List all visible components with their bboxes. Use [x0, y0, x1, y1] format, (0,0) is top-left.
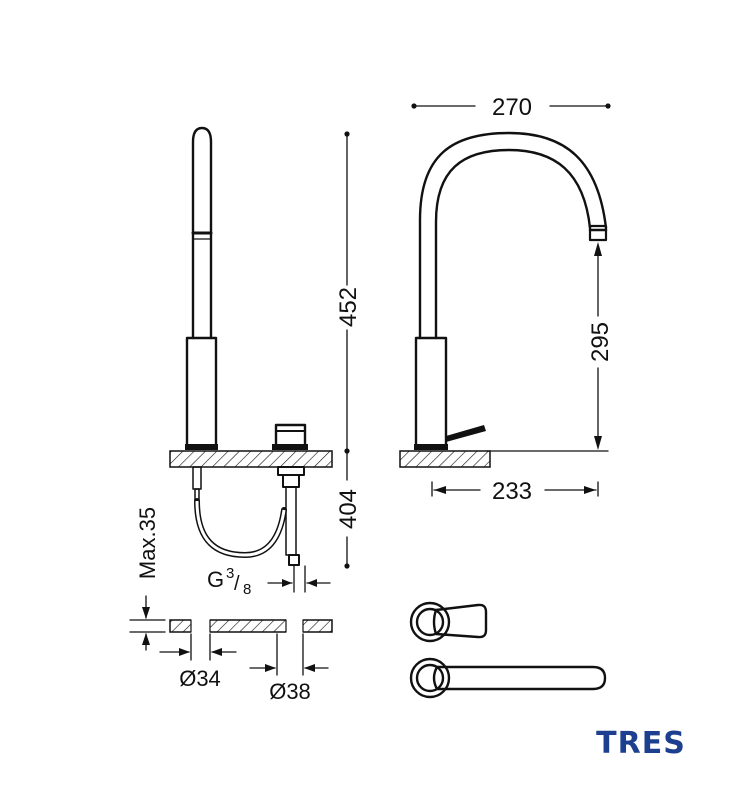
counter-slab-front — [399, 450, 491, 468]
dim-label-295: 295 — [587, 322, 614, 362]
brand-logo: TRES — [596, 726, 686, 761]
dim-label-dia38: Ø38 — [269, 679, 311, 704]
top-view-lever-handle — [409, 601, 488, 643]
front-view — [399, 103, 611, 497]
dim-label-270: 270 — [492, 94, 532, 121]
svg-text:G: G — [207, 567, 224, 592]
dim-label-233: 233 — [492, 478, 532, 505]
dim-label-404: 404 — [335, 489, 362, 529]
dim-label-dia34: Ø34 — [179, 666, 221, 691]
side-view — [169, 126, 350, 593]
dim-label-452: 452 — [335, 287, 362, 327]
dim-label-max35: Max.35 — [135, 507, 160, 579]
counter-holes-section — [129, 595, 333, 676]
svg-text:8: 8 — [243, 581, 251, 598]
svg-text:3: 3 — [226, 565, 234, 582]
counter-slab-side — [169, 450, 333, 468]
top-view-spout — [409, 657, 607, 699]
svg-text:/: / — [234, 573, 240, 595]
thread-label: G 3 / 8 — [207, 565, 251, 598]
